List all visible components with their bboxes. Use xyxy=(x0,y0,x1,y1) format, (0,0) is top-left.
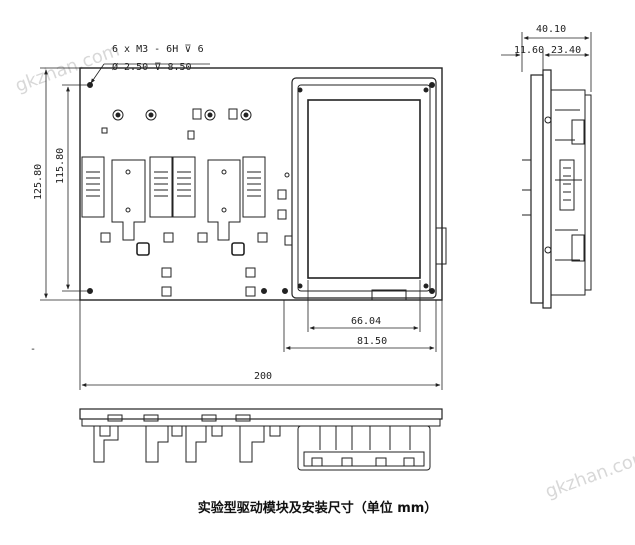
mount-hole xyxy=(87,288,93,294)
lcd-panel xyxy=(307,99,421,279)
board-outline xyxy=(79,67,443,301)
bottom-view xyxy=(79,408,443,471)
thread-callout: 6 x M3 - 6H ⊽ 6 Ø 2.50 ⊽ 8.50 xyxy=(90,44,210,84)
side-connector xyxy=(435,227,447,265)
mount-hole xyxy=(429,288,435,294)
dim-screen-width: 66.04 xyxy=(351,316,381,327)
left-dash-mark: - xyxy=(30,344,36,355)
dim-screen-frame-width: 81.50 xyxy=(357,336,387,347)
flex-connector xyxy=(371,289,407,301)
callout-thread-spec: 6 x M3 - 6H ⊽ 6 xyxy=(112,44,204,55)
mount-hole xyxy=(429,82,435,88)
height-dimensions xyxy=(40,67,88,301)
figure-caption: 实验型驱动模块及安装尺寸（单位 mm） xyxy=(197,501,438,516)
side-view xyxy=(522,69,592,309)
dim-side-right: 23.40 xyxy=(551,45,581,56)
dim-hole-height: 115.80 xyxy=(55,148,66,184)
mount-hole xyxy=(261,288,267,294)
watermark-bottom-right: gkzhan.com xyxy=(543,446,635,503)
dim-side-left: 11.60 xyxy=(514,45,544,56)
dim-board-width: 200 xyxy=(254,371,272,382)
callout-hole-spec: Ø 2.50 ⊽ 8.50 xyxy=(112,61,192,73)
width-dimensions xyxy=(79,280,443,390)
side-dimensions xyxy=(501,32,592,92)
dim-outer-height: 125.80 xyxy=(33,164,44,200)
mount-hole xyxy=(87,82,93,88)
dim-side-total: 40.10 xyxy=(536,24,566,35)
mount-hole xyxy=(282,288,288,294)
front-view xyxy=(79,67,447,301)
screen-bezel xyxy=(297,84,431,292)
screen-frame xyxy=(291,77,437,299)
